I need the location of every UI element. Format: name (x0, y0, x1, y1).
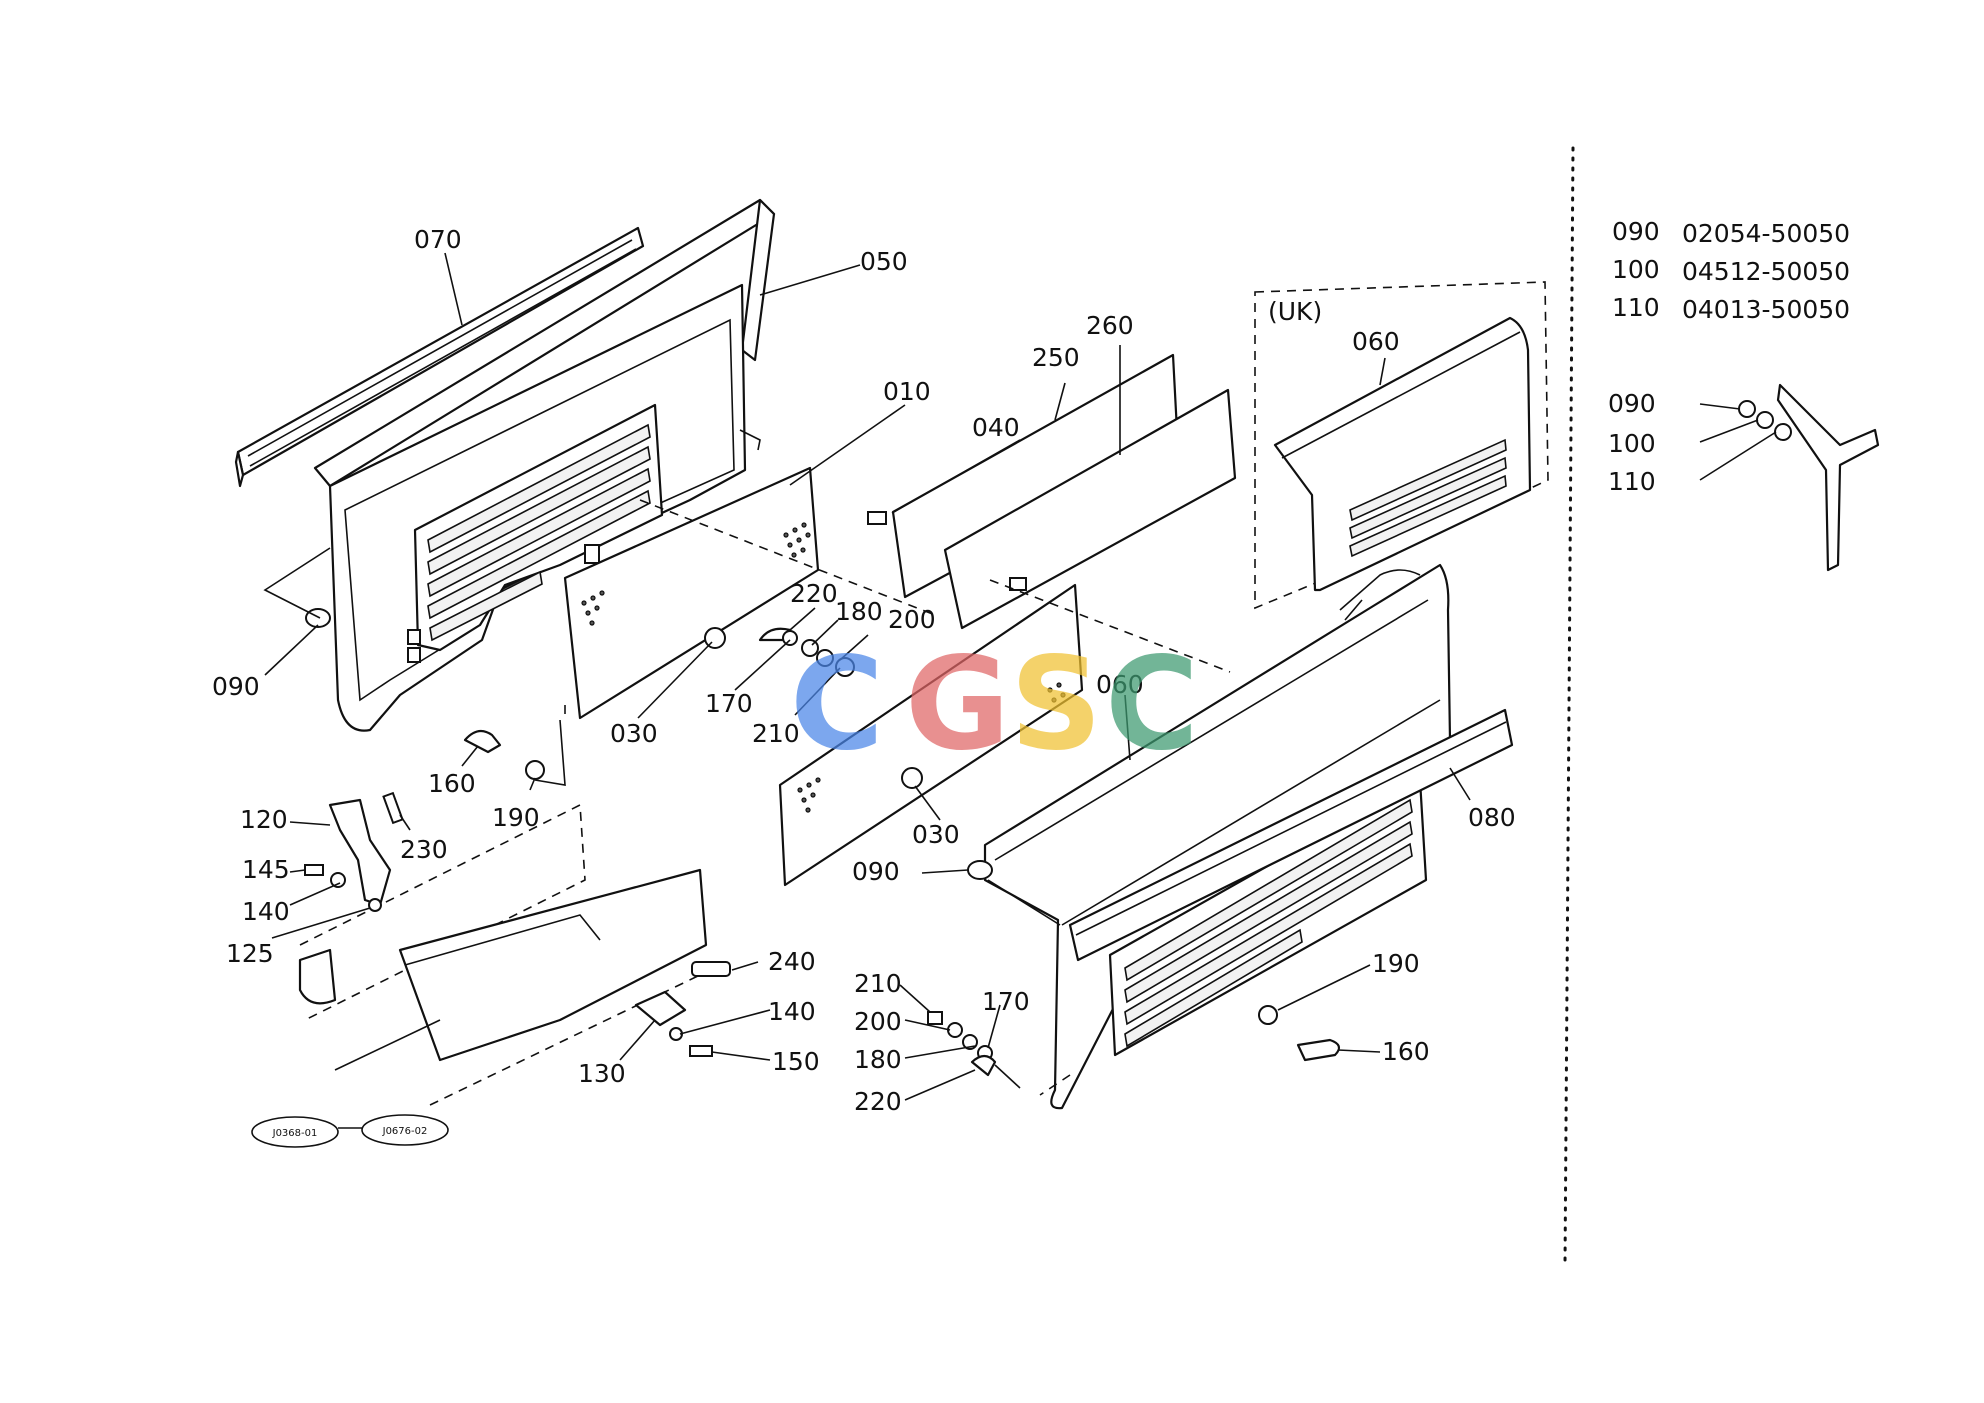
parts-table: 090 02054-50050 100 04512-50050 110 0401… (1612, 217, 1850, 324)
callout-040: 040 (972, 413, 1020, 442)
callout-120: 120 (240, 805, 288, 834)
trim-strip-080 (1068, 708, 1514, 962)
reference-tags: J0368-01 J0676-02 (251, 1114, 449, 1148)
ref-tag-2: J0676-02 (382, 1126, 428, 1137)
vent-hole-pattern-icon (797, 682, 1066, 813)
front-panel-060 (983, 563, 1452, 1110)
inner-panel-010 (563, 466, 820, 720)
callout-070: 070 (414, 225, 462, 254)
uk-region-label: (UK) (1268, 297, 1322, 326)
callout-200-top: 200 (888, 605, 936, 634)
parts-no-100: 04512-50050 (1682, 257, 1850, 286)
callout-125: 125 (226, 939, 274, 968)
callout-060-uk: 060 (1352, 327, 1400, 356)
inset-bracket (1738, 383, 1880, 572)
parts-ref-100: 100 (1612, 255, 1660, 284)
callout-170-top: 170 (705, 689, 753, 718)
rear-grille-slots (427, 423, 651, 642)
callout-260: 260 (1086, 311, 1134, 340)
leader-lines (263, 252, 1777, 1129)
callout-010: 010 (883, 377, 931, 406)
nut-090-icon (305, 608, 331, 628)
callout-130: 130 (578, 1059, 626, 1088)
uk-grille-slots (1349, 438, 1507, 558)
callout-labels: 070 050 010 040 250 260 (UK) 060 090 220… (212, 225, 1516, 1116)
callout-190-right: 190 (1372, 949, 1420, 978)
latch-lever-160-icon (463, 729, 502, 754)
callout-180-bot: 180 (854, 1045, 902, 1074)
callout-030-mid: 030 (912, 820, 960, 849)
front-inner-panel-030 (778, 583, 1084, 887)
latch-bracket-icon (584, 544, 600, 564)
callout-220-bot: 220 (854, 1087, 902, 1116)
callout-250: 250 (1032, 343, 1080, 372)
watermark-letter-3: S (1010, 630, 1102, 779)
callout-060-main: 060 (1096, 670, 1144, 699)
parts-ref-110: 110 (1612, 293, 1660, 322)
front-grille-slots (1124, 798, 1413, 1048)
hardware (304, 511, 1341, 1077)
top-trim-strip-070 (234, 226, 645, 488)
callout-230: 230 (400, 835, 448, 864)
callout-160-right: 160 (1382, 1037, 1430, 1066)
callout-080: 080 (1468, 803, 1516, 832)
callout-145: 145 (242, 855, 290, 884)
parts-no-090: 02054-50050 (1682, 219, 1850, 248)
callout-090-mid: 090 (852, 857, 900, 886)
uk-variant-box (1254, 281, 1549, 610)
center-panel-260 (943, 388, 1237, 630)
vent-hole-pattern-icon (581, 522, 811, 626)
callout-140-mid: 140 (768, 997, 816, 1026)
bracket-120 (328, 791, 404, 907)
callout-090-left: 090 (212, 672, 260, 701)
lower-frame (298, 803, 708, 1106)
section-divider (1563, 146, 1575, 1267)
callout-140-left: 140 (242, 897, 290, 926)
callout-170-bot: 170 (982, 987, 1030, 1016)
callout-180-top: 180 (835, 597, 883, 626)
inset-labels: 090 100 110 (1608, 389, 1656, 496)
callout-220-top: 220 (790, 579, 838, 608)
rear-panel-050 (313, 198, 776, 732)
callout-210-bot: 210 (854, 969, 902, 998)
callout-110-inset: 110 (1608, 467, 1656, 496)
parts-ref-090: 090 (1612, 217, 1660, 246)
callout-210-top: 210 (752, 719, 800, 748)
watermark-letter-2: G (905, 630, 1010, 779)
callout-090-inset: 090 (1608, 389, 1656, 418)
parts-no-110: 04013-50050 (1682, 295, 1850, 324)
watermark-logo: C G S C (790, 630, 1199, 779)
watermark-letter-1: C (790, 630, 884, 779)
assembly-lines (564, 499, 1231, 1096)
ref-tag-1: J0368-01 (272, 1128, 318, 1139)
callout-050: 050 (860, 247, 908, 276)
washer-190-icon (525, 760, 545, 780)
callout-030-left: 030 (610, 719, 658, 748)
callout-150: 150 (772, 1047, 820, 1076)
watermark-letter-4: C (1105, 630, 1199, 779)
callout-100-inset: 100 (1608, 429, 1656, 458)
callout-160-left: 160 (428, 769, 476, 798)
pad-230-icon (382, 791, 404, 825)
callout-240: 240 (768, 947, 816, 976)
callout-190-left: 190 (492, 803, 540, 832)
callout-200-bot: 200 (854, 1007, 902, 1036)
